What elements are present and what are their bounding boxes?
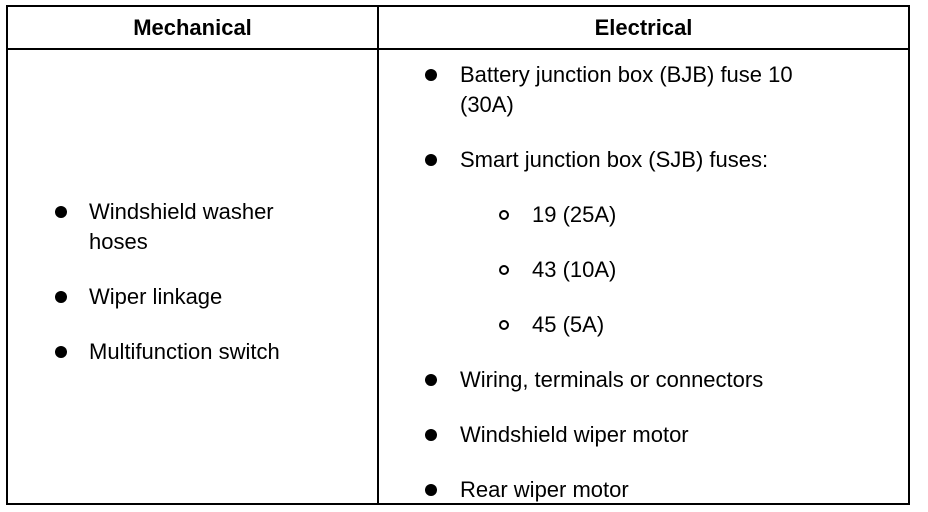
- list-item: 45 (5A): [379, 310, 908, 340]
- list-item-text: Battery junction box (BJB) fuse 10 (30A): [460, 62, 793, 117]
- list-item: Windshield washer hoses: [8, 197, 319, 257]
- electrical-cell: Battery junction box (BJB) fuse 10 (30A)…: [379, 50, 908, 505]
- list-item-text: Wiper linkage: [89, 284, 223, 309]
- list-item-text: Smart junction box (SJB) fuses:: [460, 147, 769, 172]
- column-divider: [377, 7, 379, 503]
- list-item-text: 19 (25A): [532, 202, 617, 227]
- electrical-header: Electrical: [594, 15, 693, 40]
- mechanical-header: Mechanical: [133, 15, 252, 40]
- list-item-text: Multifunction switch: [89, 339, 280, 364]
- sub-bullet-icon: [499, 265, 509, 275]
- diagnostic-table: Mechanical Electrical Windshield washer …: [6, 5, 910, 505]
- list-item-text: 43 (10A): [532, 257, 617, 282]
- list-item-text: Rear wiper motor: [460, 477, 629, 502]
- electrical-list-continued: Wiring, terminals or connectors Windshie…: [379, 365, 908, 505]
- bullet-icon: [425, 154, 437, 166]
- mechanical-cell: Windshield washer hoses Wiper linkage Mu…: [8, 50, 377, 367]
- bullet-icon: [425, 484, 437, 496]
- list-item-text: Windshield wiper motor: [460, 422, 689, 447]
- list-item: Windshield wiper motor: [379, 420, 908, 450]
- sub-bullet-icon: [499, 320, 509, 330]
- list-item: Multifunction switch: [8, 337, 377, 367]
- list-item: Smart junction box (SJB) fuses:: [379, 145, 908, 175]
- bullet-icon: [425, 429, 437, 441]
- list-item: Rear wiper motor: [379, 475, 908, 505]
- sub-bullet-icon: [499, 210, 509, 220]
- sjb-fuse-list: 19 (25A) 43 (10A) 45 (5A): [379, 200, 908, 340]
- bullet-icon: [55, 206, 67, 218]
- electrical-list: Battery junction box (BJB) fuse 10 (30A)…: [379, 60, 908, 175]
- list-item-text: Windshield washer hoses: [89, 199, 274, 254]
- table-header-row: Mechanical Electrical: [8, 7, 908, 50]
- list-item-text: 45 (5A): [532, 312, 605, 337]
- bullet-icon: [55, 346, 67, 358]
- list-item: 19 (25A): [379, 200, 908, 230]
- list-item-text: Wiring, terminals or connectors: [460, 367, 764, 392]
- list-item: Battery junction box (BJB) fuse 10 (30A): [379, 60, 800, 120]
- bullet-icon: [425, 374, 437, 386]
- bullet-icon: [425, 69, 437, 81]
- mechanical-list: Windshield washer hoses Wiper linkage Mu…: [8, 197, 377, 367]
- list-item: Wiper linkage: [8, 282, 377, 312]
- list-item: 43 (10A): [379, 255, 908, 285]
- bullet-icon: [55, 291, 67, 303]
- list-item: Wiring, terminals or connectors: [379, 365, 908, 395]
